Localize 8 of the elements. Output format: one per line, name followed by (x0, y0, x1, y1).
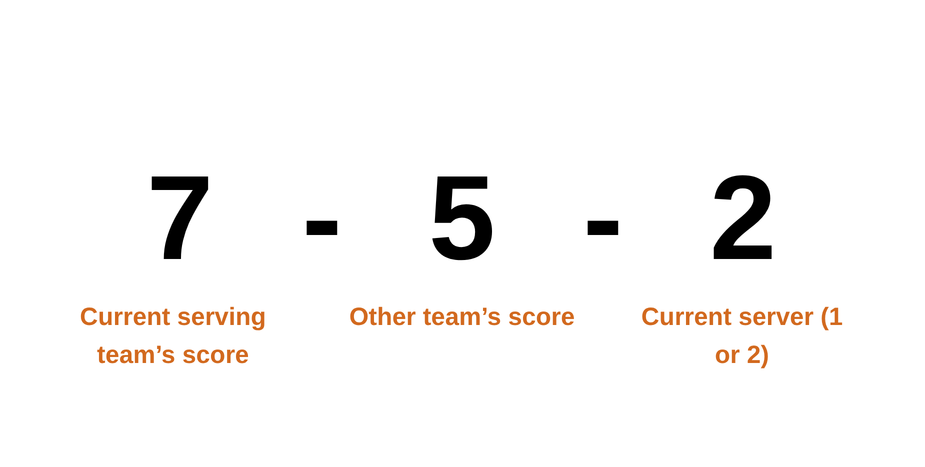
separator-dash: - (582, 158, 624, 278)
score-digit: 5 (428, 158, 496, 278)
score-caption: Other team’s score (348, 302, 576, 333)
score-caption: Current server (1 or 2) (640, 302, 844, 371)
separator-dash: - (301, 158, 343, 278)
score-caption: Current serving team’s score (78, 302, 268, 371)
score-digit: 7 (146, 158, 214, 278)
score-digit: 2 (708, 158, 778, 278)
